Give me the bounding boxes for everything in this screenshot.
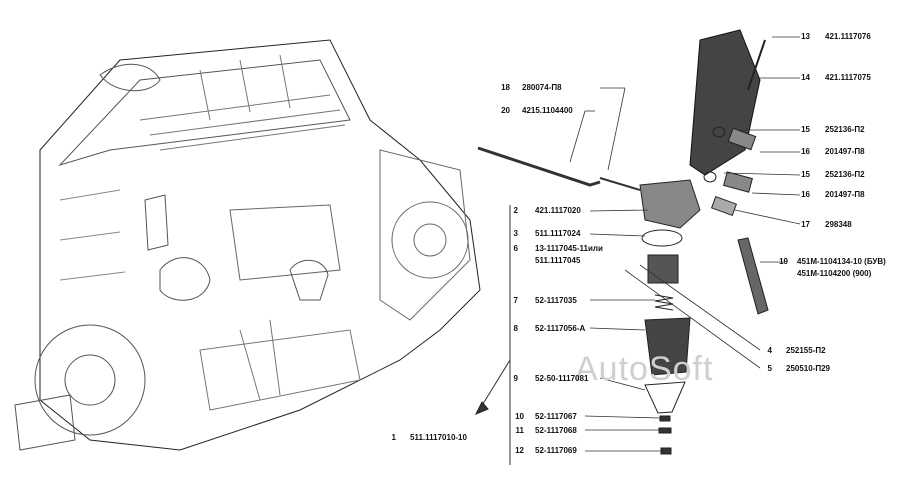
callout-code: 201497-П8: [825, 147, 865, 156]
callout-code: 52-50-1117081: [535, 374, 589, 383]
callout-code: 298348: [825, 220, 852, 229]
callout-number: 3: [513, 229, 518, 238]
callout-code: 250510-П29: [786, 364, 831, 373]
callout-number: 12: [515, 446, 524, 455]
callout-code: 52-1117067: [535, 412, 577, 421]
callout-code: 280074-П8: [522, 83, 562, 92]
callout-code: 52-1117068: [535, 426, 577, 435]
callout-code: 4215.1104400: [522, 106, 573, 115]
callout-code-alt: 451М-1104200 (900): [797, 269, 872, 278]
callout-number: 11: [515, 426, 524, 435]
callout-number: 20: [501, 106, 510, 115]
callout-number: 19: [779, 257, 788, 266]
callout-number: 13: [801, 32, 810, 41]
callout-number: 18: [501, 83, 510, 92]
callout-number: 16: [801, 190, 810, 199]
callout-code: 252155-П2: [786, 346, 826, 355]
callout-number: 16: [801, 147, 810, 156]
callout-number: 8: [513, 324, 518, 333]
callout-code: 421.1117075: [825, 73, 871, 82]
callout-code: 52-1117035: [535, 296, 577, 305]
callout-number: 10: [515, 412, 524, 421]
callout-code: 201497-П8: [825, 190, 865, 199]
callout-number: 6: [513, 244, 518, 253]
callout-number: 9: [513, 374, 518, 383]
leader-lines: [569, 36, 801, 452]
filter-assembly-drawing: [639, 29, 769, 455]
callout-number: 2: [513, 206, 518, 215]
callout-number: 7: [513, 296, 518, 305]
callout-number: 15: [801, 125, 810, 134]
callout-number: 15: [801, 170, 810, 179]
callout-code: 52-1117069: [535, 446, 577, 455]
callout-code: 13-1117045-11или: [535, 244, 603, 253]
callout-number: 5: [767, 364, 772, 373]
callout-number: 17: [801, 220, 810, 229]
callout-code: 421.1117020: [535, 206, 581, 215]
callout-number: 1: [391, 433, 396, 442]
callout-code: 421.1117076: [825, 32, 871, 41]
callout-code: 52-1117056-А: [535, 324, 586, 333]
callout-code: 511.1117010-10: [410, 433, 467, 442]
watermark: AutoSoft: [575, 350, 714, 388]
callout-code: 252136-П2: [825, 125, 865, 134]
callout-number: 14: [801, 73, 810, 82]
callout-code: 511.1117024: [535, 229, 581, 238]
engine-block-drawing: [14, 39, 481, 451]
callout-code: 451М-1104134-10 (БУВ): [797, 257, 886, 266]
callout-code: 252136-П2: [825, 170, 865, 179]
callout-code-alt: 511.1117045: [535, 256, 581, 265]
callout-number: 4: [767, 346, 772, 355]
